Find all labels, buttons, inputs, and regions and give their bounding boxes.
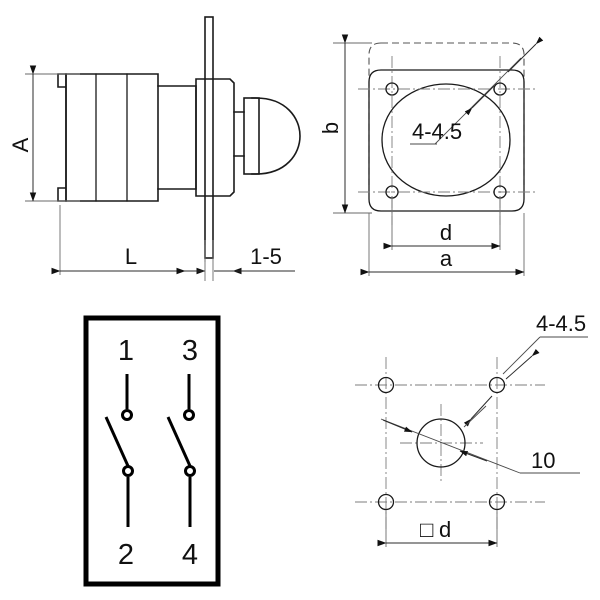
terminal-label-2: 2	[118, 539, 134, 571]
drill-hole-bottom-left	[377, 493, 395, 511]
mounting-hole-top-right	[493, 82, 507, 96]
drill-hole-top-left	[377, 376, 395, 394]
drill-center-bore	[416, 418, 466, 468]
schematic-frame	[83, 315, 221, 587]
center-bore	[381, 83, 511, 197]
mounting-panel	[204, 16, 214, 259]
contact-node-2	[122, 465, 134, 477]
actuator-stem	[233, 111, 245, 157]
terminal-label-3: 3	[182, 335, 198, 367]
drill-hole-bottom-right	[488, 493, 506, 511]
outer-plate-dashed-left	[368, 42, 382, 185]
drill-leader-hole-tail	[463, 405, 487, 428]
body-neck	[157, 85, 197, 190]
contact-node-3	[183, 409, 195, 421]
terminal-label-1: 1	[118, 335, 134, 367]
drill-leader-arrow-upper	[505, 348, 540, 380]
drill-leader-arrow-lower	[463, 395, 493, 427]
contact-schematic-view: 1 2 3 4	[83, 315, 221, 587]
mounting-hole-top-left	[385, 82, 399, 96]
knob-collar	[243, 97, 260, 175]
dim-label-drill-pitch: d	[439, 517, 451, 542]
panel-cutout-view: 4-4.5 b d a	[318, 34, 544, 276]
body-left-step	[57, 73, 67, 202]
switch-blade-1	[104, 416, 130, 467]
dome-knob	[251, 97, 301, 175]
dim-label-a: A	[8, 137, 33, 152]
leader-arrow-upper	[507, 36, 544, 73]
switch-body	[65, 73, 159, 202]
dim-label-a2: a	[440, 246, 453, 271]
drill-center-arrow-right	[459, 450, 488, 462]
contact-node-4	[184, 465, 196, 477]
dim-label-l: L	[125, 244, 137, 269]
terminal-label-4: 4	[182, 539, 198, 571]
drill-pattern-view: 4-4.5 10 □ d	[355, 311, 588, 547]
drill-note-label-bore: 10	[531, 448, 555, 473]
leader-arrow-lower	[464, 85, 495, 116]
dim-label-b: b	[318, 122, 343, 134]
drill-hole-top-right	[488, 376, 506, 394]
switch-blade-2	[166, 416, 192, 467]
drill-center-arrow-left	[382, 419, 413, 433]
side-elevation-view: A L 1-5	[8, 16, 301, 281]
note-label-hole-size: 4-4.5	[412, 119, 462, 144]
drill-note-label-hole-size: 4-4.5	[536, 311, 586, 336]
contact-node-1	[121, 409, 133, 421]
dim-label-d: d	[440, 220, 452, 245]
face-plate	[368, 69, 525, 212]
leader-hole-note	[434, 57, 522, 145]
dim-label-drill-pitch-symbol: □	[420, 517, 433, 542]
bushing-block	[195, 78, 235, 197]
dim-label-panel-thickness: 1-5	[250, 244, 282, 269]
drill-leader-hole	[502, 336, 541, 375]
